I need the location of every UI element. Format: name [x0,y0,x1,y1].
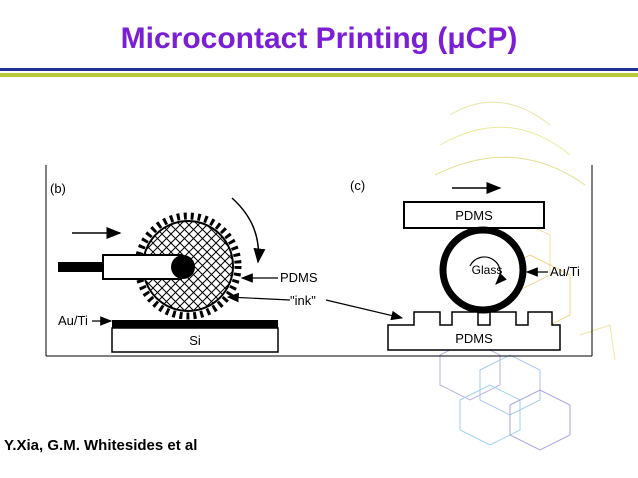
panel-c-bottom-pdms-label: PDMS [455,331,493,346]
panel-c-glass-label: Glass [472,263,503,277]
panel-b-auti-label: Au/Ti [58,313,88,328]
panel-c-auti-label: Au/Ti [550,264,580,279]
panel-c-top-pdms-stamp [403,201,545,229]
title-rule-green [0,73,638,77]
panel-c-rotation-arrow [469,256,507,285]
title-rule-blue [0,68,638,71]
panel-b-tag: (b) [50,181,66,196]
ink-arrow-left [226,292,291,303]
panel-b-pdms-label: PDMS [280,270,318,285]
panel-c-tag: (c) [350,178,365,193]
panel-b-auti-layer [112,320,278,328]
credit-text: Y.Xia, G.M. Whitesides et al [4,437,198,454]
ink-arrow-right [325,299,404,321]
panel-b-handle [58,262,103,272]
panel-c-bottom-pdms-stamp [387,311,561,351]
slide-title: Microcontact Printing (μCP) [120,22,518,55]
panel-c-glass-roller [439,226,527,314]
panel-b-si-label: Si [189,333,201,348]
ink-label: "ink" [290,293,316,308]
panel-b-shaft [102,254,182,280]
panel-b-si-substrate [111,327,279,353]
panel-b-axle [171,255,195,279]
panel-b-rotation-arrow [231,197,266,264]
panel-c-top-pdms-label: PDMS [455,208,493,223]
